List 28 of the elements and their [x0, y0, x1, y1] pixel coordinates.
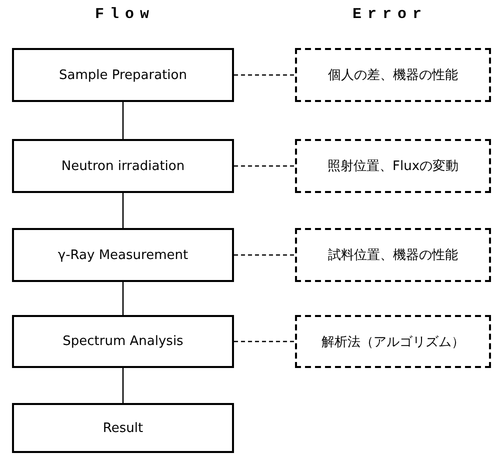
error-box — [295, 139, 491, 193]
connector-line — [122, 368, 124, 403]
process-box — [12, 315, 234, 368]
connector-line — [234, 165, 295, 167]
process-box — [12, 403, 234, 453]
box-label: Spectrum Analysis — [62, 334, 184, 349]
box-label: Result — [102, 420, 144, 436]
connector-line — [122, 282, 124, 315]
connector-line — [234, 74, 295, 76]
box-label: 照射位置、Fluxの変動 — [327, 158, 459, 175]
connector-line — [234, 254, 295, 256]
process-box — [12, 48, 234, 102]
error-box — [295, 48, 491, 102]
connector-line — [234, 340, 295, 342]
process-box — [12, 228, 234, 282]
box-label: Neutron irradiation — [61, 158, 185, 174]
box-label: 試料位置、機器の性能 — [328, 247, 458, 264]
box-label: γ-Ray Measurement — [58, 248, 188, 262]
column-heading: Error — [352, 6, 428, 23]
box-label: 解析法（アルゴリズム） — [322, 334, 464, 350]
process-box — [12, 139, 234, 193]
column-heading: Flow — [95, 6, 155, 23]
connector-line — [122, 193, 124, 228]
error-box — [295, 228, 491, 282]
error-box — [295, 315, 491, 368]
box-label: Sample Preparation — [59, 68, 187, 82]
box-label: 個人の差、機器の性能 — [328, 67, 458, 84]
connector-line — [122, 102, 124, 139]
